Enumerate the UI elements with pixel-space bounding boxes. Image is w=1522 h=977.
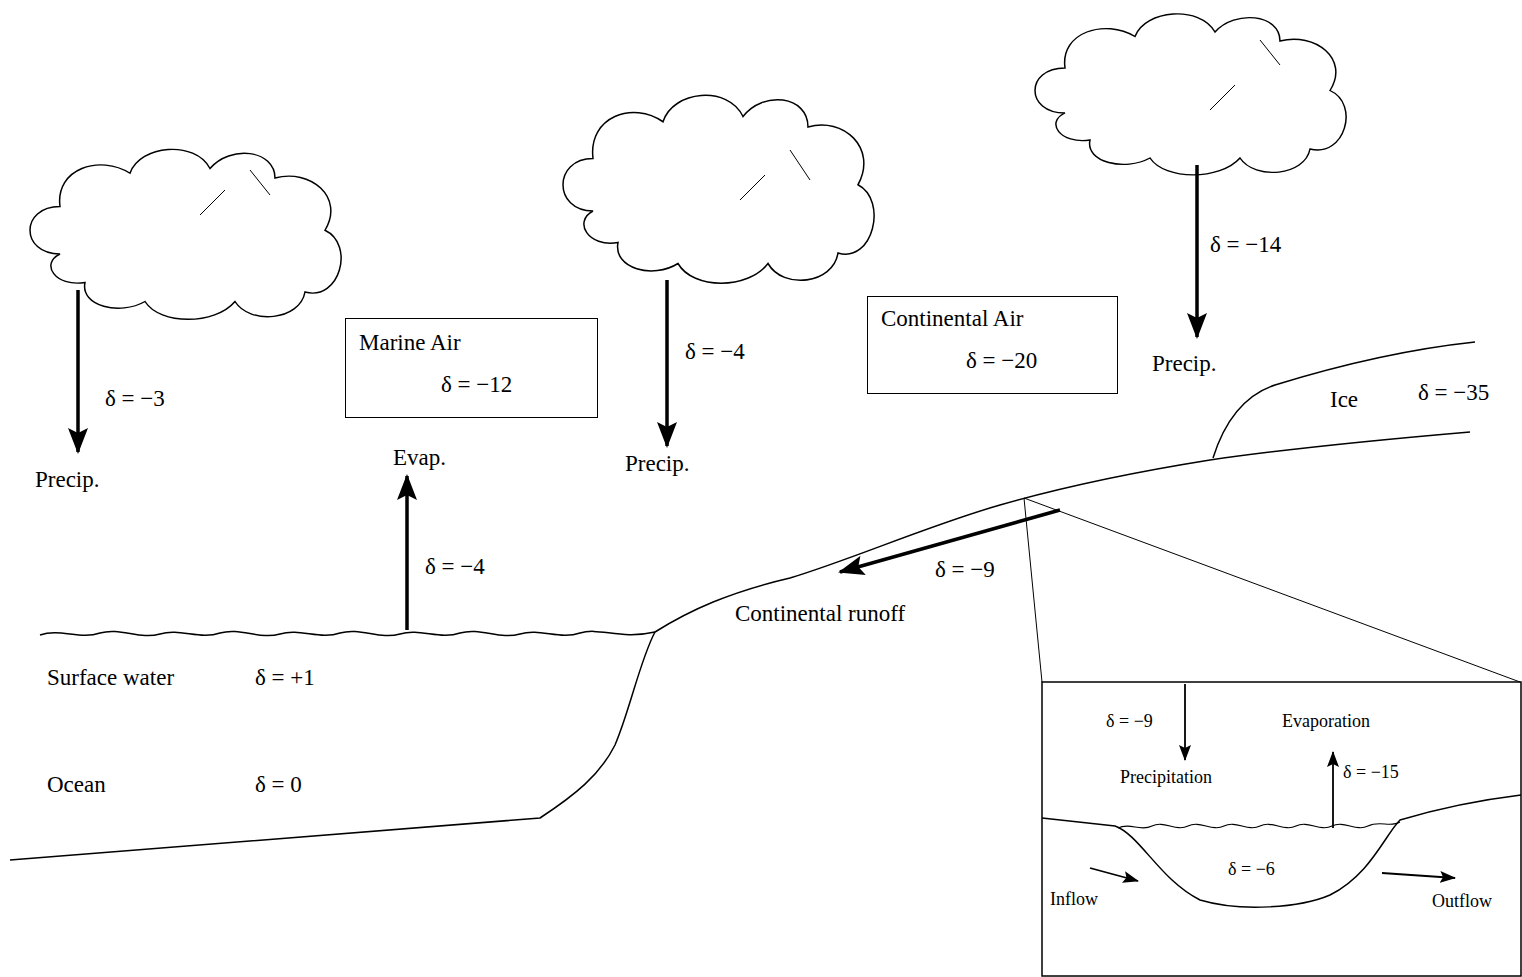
delta-value: δ = −4 (425, 553, 485, 581)
flux-name: Inflow (1050, 889, 1098, 911)
reservoir-name: Surface water (47, 664, 174, 692)
reservoir-name: Ice (1330, 386, 1358, 414)
air-mass-box: Continental Air δ = −20 (867, 296, 1118, 394)
delta-value: δ = 0 (255, 771, 302, 799)
flux-name: Evaporation (1282, 711, 1370, 733)
land-profile (10, 432, 1470, 860)
cloud-detail (200, 40, 1280, 215)
reservoir-name: Ocean (47, 771, 106, 799)
delta-value: δ = −14 (1210, 231, 1281, 259)
delta-value: δ = −6 (1228, 859, 1275, 881)
air-mass-name: Marine Air (359, 329, 461, 357)
inset-frame (1042, 682, 1521, 976)
zoom-lines (1024, 498, 1520, 682)
flux-name: Evap. (393, 444, 446, 472)
lake-basin (1042, 795, 1521, 907)
flux-arrow (78, 165, 1197, 630)
cloud (30, 14, 1346, 319)
delta-value: δ = −15 (1343, 762, 1399, 784)
flux-name: Precip. (625, 450, 690, 478)
delta-value: δ = −4 (685, 338, 745, 366)
delta-value: δ = −35 (1418, 379, 1489, 407)
flux-name: Precip. (35, 466, 100, 494)
flux-name: Outflow (1432, 891, 1492, 913)
sea-surface (40, 631, 655, 635)
delta-value: δ = −12 (441, 371, 512, 399)
lake-surface (1118, 822, 1400, 828)
air-mass-name: Continental Air (881, 305, 1023, 333)
flux-name: Precip. (1152, 350, 1217, 378)
delta-value: δ = −9 (935, 556, 995, 584)
delta-value: δ = −9 (1106, 711, 1153, 733)
delta-value: δ = −3 (105, 385, 165, 413)
delta-value: δ = +1 (255, 664, 315, 692)
delta-value: δ = −20 (966, 347, 1037, 375)
air-mass-box: Marine Air δ = −12 (345, 318, 598, 418)
lake-flux-arrow (1090, 684, 1455, 881)
flux-name: Precipitation (1120, 767, 1212, 789)
flux-name: Continental runoff (735, 600, 905, 628)
